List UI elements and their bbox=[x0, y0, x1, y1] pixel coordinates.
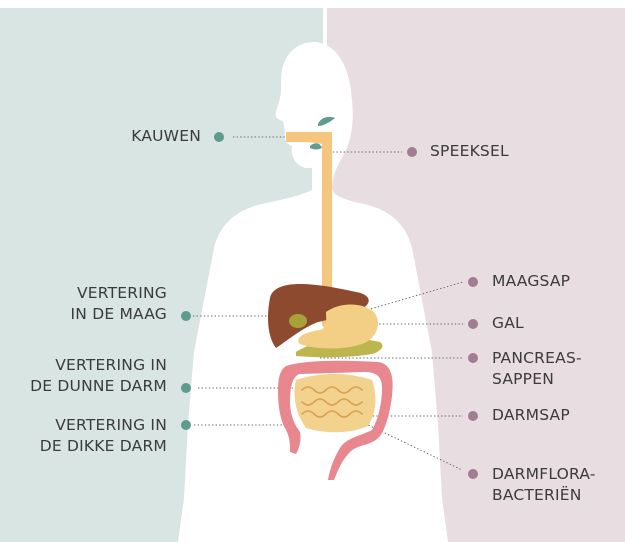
dot-gal bbox=[468, 319, 478, 329]
label-gal: GAL bbox=[492, 313, 524, 334]
label-darmflora-line1: DARMFLORA- bbox=[492, 464, 596, 485]
dot-darmsap bbox=[468, 411, 478, 421]
dot-maagsap bbox=[468, 277, 478, 287]
label-gal-text: GAL bbox=[492, 313, 524, 334]
dot-darmflora bbox=[468, 469, 478, 479]
label-vertering-dunne-line1: VERTERING IN bbox=[30, 355, 167, 376]
label-pancreassappen-line2: SAPPEN bbox=[492, 369, 582, 390]
label-maagsap: MAAGSAP bbox=[492, 271, 570, 292]
label-darmflora: DARMFLORA- BACTERIËN bbox=[492, 464, 596, 506]
label-vertering-dikke-line2: DE DIKKE DARM bbox=[40, 436, 167, 457]
label-vertering-maag-line2: IN DE MAAG bbox=[71, 304, 168, 325]
label-vertering-dikke: VERTERING IN DE DIKKE DARM bbox=[40, 415, 167, 457]
dot-vertering-maag bbox=[181, 311, 191, 321]
label-vertering-dikke-line1: VERTERING IN bbox=[40, 415, 167, 436]
label-kauwen: KAUWEN bbox=[131, 126, 201, 147]
dot-vertering-dikke bbox=[181, 420, 191, 430]
label-speeksel: SPEEKSEL bbox=[430, 141, 509, 162]
label-pancreassappen-line1: PANCREAS- bbox=[492, 348, 582, 369]
dot-pancreassappen bbox=[468, 353, 478, 363]
small-intestine bbox=[294, 374, 375, 432]
label-speeksel-text: SPEEKSEL bbox=[430, 141, 509, 162]
label-vertering-maag-line1: VERTERING bbox=[71, 283, 168, 304]
label-vertering-dunne-line2: DE DUNNE DARM bbox=[30, 376, 167, 397]
label-darmsap: DARMSAP bbox=[492, 405, 570, 426]
label-maagsap-text: MAAGSAP bbox=[492, 271, 570, 292]
dot-vertering-dunne bbox=[181, 383, 191, 393]
label-darmflora-line2: BACTERIËN bbox=[492, 485, 596, 506]
label-pancreassappen: PANCREAS- SAPPEN bbox=[492, 348, 582, 390]
label-kauwen-text: KAUWEN bbox=[131, 126, 201, 147]
dot-kauwen bbox=[214, 132, 224, 142]
dot-speeksel bbox=[407, 147, 417, 157]
label-vertering-maag: VERTERING IN DE MAAG bbox=[71, 283, 168, 325]
label-darmsap-text: DARMSAP bbox=[492, 405, 570, 426]
label-vertering-dunne: VERTERING IN DE DUNNE DARM bbox=[30, 355, 167, 397]
gallbladder bbox=[289, 314, 307, 328]
